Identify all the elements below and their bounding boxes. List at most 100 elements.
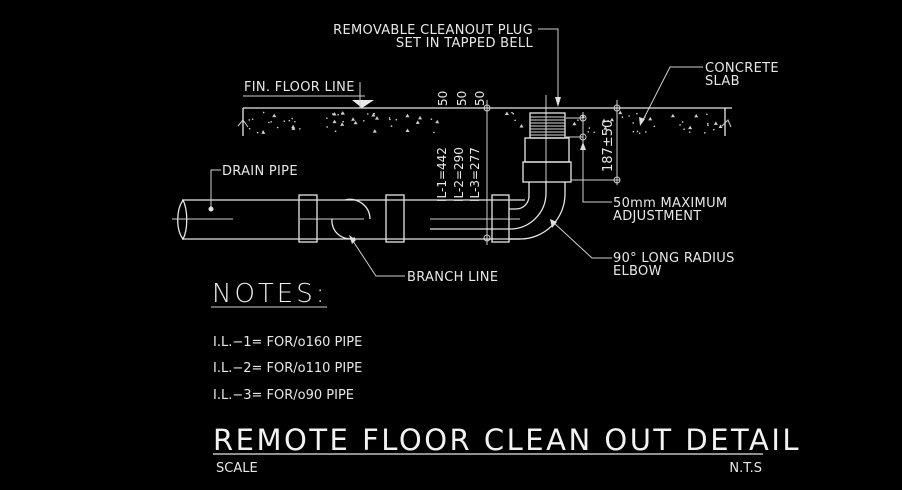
hatch-triangle [332,119,337,124]
dim-node [483,104,491,112]
hatch-triangle [272,113,277,118]
hatch-dot [388,117,391,119]
hatch-dot [593,131,596,134]
elbow-arrow-icon [550,219,557,228]
hatch-triangle [694,113,699,118]
hatch-dot [653,125,656,128]
hatch-dot [395,118,398,121]
hatch-dot [607,120,609,122]
cleanout-plug-label-line1: REMOVABLE CLEANOUT PLUG [333,23,533,38]
branch-line-label: BRANCH LINE [407,270,498,285]
hatch-triangle [718,124,723,128]
hatch-dot [632,122,634,124]
hatch-dot [632,130,635,133]
concrete-slab-label-line2: SLAB [705,74,740,89]
pipe-coupling-2 [385,194,405,243]
pipe-coupling-1 [298,194,318,243]
hatch-dot [577,119,579,121]
hatch-dot [288,119,291,122]
hatch-triangle [519,124,524,128]
hatch-dot [326,117,328,120]
hatch-dot [390,125,393,127]
hatch-triangle [261,130,266,134]
depth-dimension: 187±50 [601,120,616,172]
adjustment-arrow-icon [580,142,586,150]
hatch-triangle [405,113,410,118]
branch-wye-symbol-bottom [331,218,356,240]
hatch-triangle [291,126,296,130]
concrete-slab-leader [641,66,703,123]
note-item-1: I.L.−1= FOR/o160 PIPE [213,335,362,350]
hatch-dot [712,128,715,131]
hatch-triangle [291,124,296,129]
plug-threads [530,116,565,136]
hatch-dot [704,132,706,134]
pipe-coupling-3 [491,194,510,243]
hatch-triangle [435,119,440,124]
hatch-triangle [670,113,675,118]
adjustment-label-line2: ADJUSTMENT [613,209,702,224]
hatch-triangle [609,117,614,122]
hatch-dot [283,120,286,123]
riser-coupling [522,161,572,183]
hatch-dot [688,131,691,133]
hatch-dot [342,120,344,123]
scale-value: N.T.S [729,461,762,476]
hatch-triangle [353,120,358,125]
slab-dim-3: 50 [473,91,487,106]
elbow-label-line2: ELBOW [613,264,662,279]
floor-level-marker-icon [352,100,374,108]
drain-pipe-leader [210,169,221,209]
hatch-dot [430,118,433,120]
hatch-dot [248,119,251,121]
cleanout-plug-leader [538,28,559,104]
hatch-dot [512,112,515,115]
concrete-slab-label-line1: CONCRETE [705,61,779,76]
hatch-dot [340,112,343,115]
hatch-dot [299,128,301,130]
hatch-dot [588,127,591,129]
dim-node [483,234,491,242]
drawing-title: REMOTE FLOOR CLEAN OUT DETAIL [213,423,801,457]
hatch-triangle [688,125,693,130]
hatch-dot [636,130,639,133]
hatch-dot [362,120,365,122]
hatch-dot [248,127,251,130]
scale-label: SCALE [216,461,258,476]
concrete-slab-hatch [248,110,723,135]
dim-node [613,104,621,112]
slab-dim-1: 50 [436,91,450,106]
note-item-2: I.L.−2= FOR/o110 PIPE [213,361,362,376]
hatch-dot [262,111,265,114]
concrete-slab-arrow-icon [639,117,645,126]
hatch-dot [636,112,638,115]
slab-left-break-zig [237,119,249,128]
hatch-triangle [340,122,345,126]
invert-level-1: IL-1=442 [435,147,449,202]
hatch-triangle [418,115,423,120]
hatch-dot [291,117,294,120]
hatch-dot [514,119,516,122]
hatch-dot [270,120,272,123]
hatch-triangle [332,111,337,116]
hatch-dot [367,113,369,115]
hatch-triangle [372,129,377,133]
elbow-inner [509,182,530,210]
hatch-dot [643,116,646,118]
hatch-triangle [603,126,608,130]
hatch-triangle [415,120,420,124]
elbow-label-line1: 90° LONG RADIUS [613,251,735,266]
hatch-dot [638,132,641,135]
adjustment-label-line1: 50mm MAXIMUM [613,196,727,211]
hatch-dot [706,113,708,116]
hatch-dot [294,120,296,123]
hatch-dot [628,115,630,117]
slab-dim-2: 50 [455,91,469,106]
invert-level-2: IL-2=290 [452,147,466,202]
hatch-dot [587,130,590,133]
branch-line-leader [350,237,405,277]
hatch-dot [433,131,435,134]
hatch-dot [707,124,709,126]
invert-level-3: IL-3=277 [468,147,482,202]
